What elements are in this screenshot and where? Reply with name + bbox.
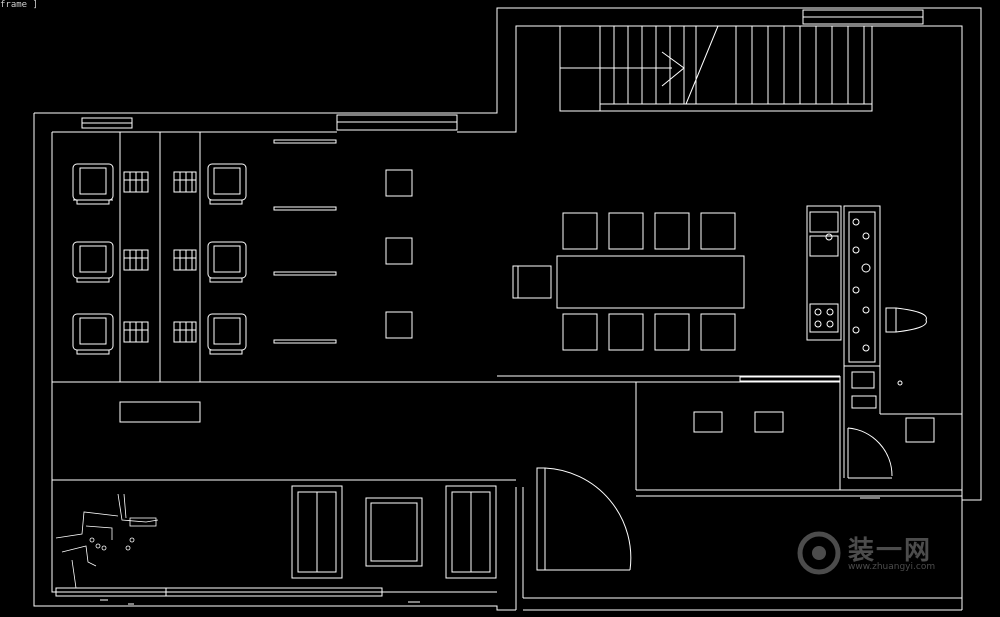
square-column [385,311,413,339]
workstation-monitor [173,171,197,193]
workstation-monitor [173,249,197,271]
office-chair [207,163,247,205]
workstation-monitor [123,249,149,271]
workstation-monitor [123,321,149,343]
meeting-table [556,255,745,309]
viewport-label: frame ] [0,0,38,10]
watermark-brand: 装一网 [848,536,933,566]
office-chair [207,313,247,355]
workstation-monitor [123,171,149,193]
wall-shelves [273,139,337,344]
office-chair [72,241,114,283]
meeting-chairs [512,212,736,351]
bathroom-door [847,427,893,479]
workstation-monitor [173,321,197,343]
entrance-door [536,467,632,571]
lounge-sofa [445,485,497,579]
landscape-sketch [55,493,159,589]
office-chair [72,313,114,355]
square-column [385,237,413,265]
square-column [385,169,413,197]
workstation-partitions [52,132,841,383]
office-chair [72,163,114,205]
watermark-url: www.zhuangyi.com [848,562,936,572]
floor-markers [100,497,900,611]
coffee-table [365,497,423,567]
corridor-walls [52,376,962,497]
lounge-sofa [291,485,343,579]
office-chair [207,241,247,283]
kitchen-counter [806,205,842,341]
staircase [559,25,873,112]
watermark: 装一网 www.zhuangyi.com [796,528,966,578]
bathroom [843,205,962,478]
windows [55,9,924,597]
outer-walls [33,7,982,611]
swirl-logo-icon [797,531,841,575]
